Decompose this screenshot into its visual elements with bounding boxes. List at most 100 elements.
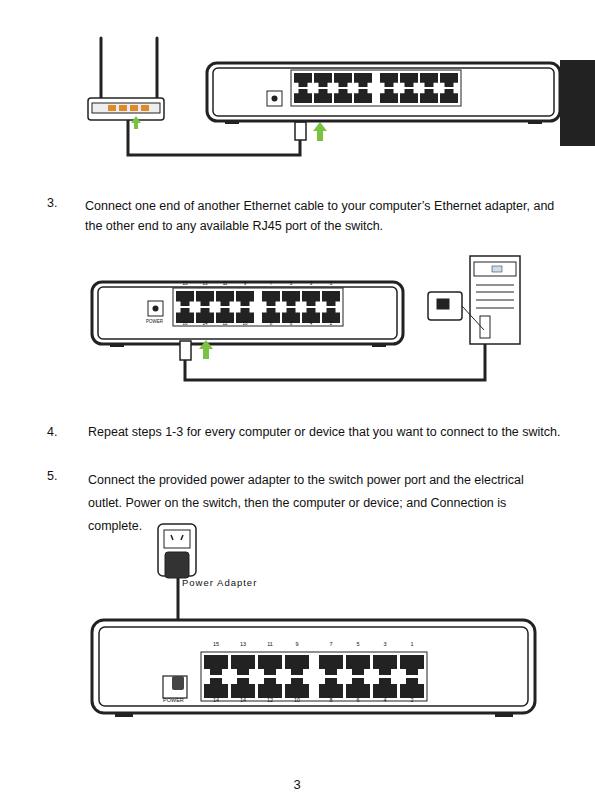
computer-tower xyxy=(428,256,520,344)
port-number: 10 xyxy=(242,321,247,326)
port-number: 16 xyxy=(182,321,187,326)
port-frame xyxy=(291,70,461,106)
switch xyxy=(92,282,403,347)
step-text: Repeat steps 1-3 for every computer or d… xyxy=(88,425,560,440)
rj45-port xyxy=(354,89,372,103)
port-frame xyxy=(173,288,343,326)
rj45-port xyxy=(400,89,418,103)
rj45-port xyxy=(231,655,255,675)
port-number: 15 xyxy=(182,281,187,286)
rj45-port xyxy=(346,655,370,675)
step-number: 5. xyxy=(47,469,57,484)
ethernet-cable xyxy=(128,120,300,155)
rj45-port xyxy=(373,678,397,698)
port-number: 14 xyxy=(240,697,246,704)
port-number: 15 xyxy=(213,641,219,648)
port-number: 6 xyxy=(356,697,359,704)
rj45-port xyxy=(236,291,254,306)
port-number: 13 xyxy=(240,641,246,648)
rj45-port xyxy=(285,678,309,698)
port-number: 7 xyxy=(270,281,273,286)
port-number: 14 xyxy=(202,321,207,326)
rj45-port xyxy=(302,308,320,323)
rj45-port xyxy=(258,678,282,698)
rj45-port xyxy=(373,655,397,675)
port-number: 5 xyxy=(290,281,293,286)
port-number: 12 xyxy=(267,697,273,704)
arrow-icon xyxy=(131,116,141,129)
rj45-port xyxy=(322,291,340,306)
port-number: 6 xyxy=(290,321,293,326)
arrow-icon xyxy=(199,340,213,359)
rj45-port xyxy=(400,678,424,698)
rj45-port xyxy=(440,73,458,87)
rj45-port xyxy=(216,308,234,323)
rj45-port xyxy=(302,291,320,306)
router xyxy=(88,38,164,120)
step-text: Connect one end of another Ethernet cabl… xyxy=(85,196,555,236)
rj45-port xyxy=(294,73,312,87)
port-number: 2 xyxy=(330,321,333,326)
switch xyxy=(92,620,535,717)
port-number: 11 xyxy=(223,281,228,286)
rj45-port xyxy=(216,291,234,306)
port-number: 7 xyxy=(329,641,332,648)
step-number: 3. xyxy=(47,196,57,211)
rj45-port xyxy=(400,73,418,87)
port-number: 10 xyxy=(294,697,300,704)
page-number: 3 xyxy=(293,777,300,793)
section-tab xyxy=(560,60,595,146)
step-text: Connect the provided power adapter to th… xyxy=(88,469,550,538)
port-number: 4 xyxy=(310,321,313,326)
rj45-port xyxy=(282,291,300,306)
port-number: 12 xyxy=(222,321,227,326)
rj45-port xyxy=(196,308,214,323)
rj45-port xyxy=(204,678,228,698)
port-number: 9 xyxy=(295,641,298,648)
rj45-port xyxy=(380,89,398,103)
rj45-port xyxy=(322,308,340,323)
rj45-port xyxy=(231,678,255,698)
port-frame xyxy=(201,652,427,701)
port-number: 3 xyxy=(383,641,386,648)
rj45-port xyxy=(196,291,214,306)
rj45-port xyxy=(285,655,309,675)
rj45-port xyxy=(420,73,438,87)
rj45-port xyxy=(176,291,194,306)
switch xyxy=(207,63,560,124)
rj45-port xyxy=(319,678,343,698)
port-number: 8 xyxy=(329,697,332,704)
rj45-port xyxy=(420,89,438,103)
rj45-plug xyxy=(295,122,306,140)
rj45-port xyxy=(346,678,370,698)
rj45-port xyxy=(236,308,254,323)
port-number: 11 xyxy=(267,641,273,648)
rj45-port xyxy=(314,73,332,87)
rj45-port xyxy=(204,655,228,675)
port-number: 1 xyxy=(410,641,413,648)
port-number: 2 xyxy=(410,697,413,704)
port-number: 3 xyxy=(310,281,313,286)
port-number: 8 xyxy=(270,321,273,326)
port-number: 9 xyxy=(244,281,247,286)
rj45-port xyxy=(282,308,300,323)
rj45-plug xyxy=(180,341,191,360)
step-number: 4. xyxy=(47,425,57,440)
ethernet-cable xyxy=(185,340,485,380)
rj45-port xyxy=(314,89,332,103)
arrow-icon xyxy=(313,122,327,141)
rj45-port xyxy=(294,89,312,103)
rj45-port xyxy=(258,655,282,675)
rj45-port xyxy=(334,89,352,103)
port-number: 5 xyxy=(356,641,359,648)
port-number: 1 xyxy=(330,281,333,286)
rj45-port xyxy=(176,308,194,323)
port-number: 4 xyxy=(383,697,386,704)
part-name: Power Adapter xyxy=(182,577,257,588)
rj45-port xyxy=(354,73,372,87)
port-label: POWER xyxy=(146,319,163,324)
rj45-port xyxy=(400,655,424,675)
rj45-port xyxy=(334,73,352,87)
